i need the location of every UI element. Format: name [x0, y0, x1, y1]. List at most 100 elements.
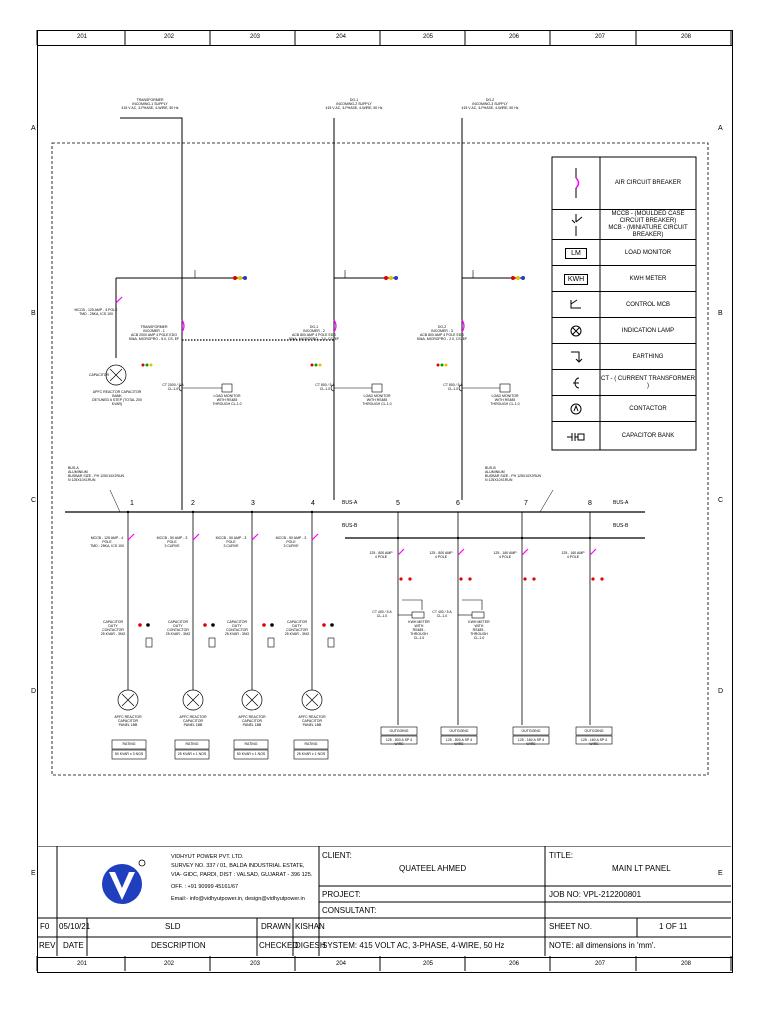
grid-column-label: 207 [594, 34, 605, 40]
ct-label-2: CT 800 / 5 A CL-1.0 [315, 383, 335, 391]
description-label: DESCRIPTION [151, 941, 206, 950]
out-feeder-tag: OUTGOING [389, 729, 409, 733]
cap-feeder-note: APFC REACTOR CAPACITOR PANEL 1BB [179, 715, 207, 727]
grid-column-label: 202 [163, 34, 174, 40]
legend-row: EARTHING [552, 343, 696, 370]
legend-label: CONTACTOR [629, 405, 667, 412]
current-transformer-icon [552, 370, 600, 396]
legend-row: CAPACITOR BANK [552, 421, 696, 451]
checked-by: DIGESH [295, 941, 326, 950]
cap-mccb-label: MCCB - 125 AMP - 4 POLE TMD - 25KA, ICS … [74, 308, 118, 316]
drawn-label: DRAWN [261, 922, 291, 931]
panel-boundary [51, 142, 709, 776]
incomer-lines [115, 117, 525, 510]
legend-row: INDICATION LAMP [552, 317, 696, 344]
grid-row-label: A [31, 125, 36, 132]
cap-feeder-spec: 50 KVAR x 1 NOS [236, 752, 266, 756]
system-spec: SYSTEM: 415 VOLT AC, 3-PHASE, 4-WIRE, 50… [322, 941, 505, 950]
dimension-note: NOTE: all dimensions in 'mm'. [549, 941, 656, 950]
capacitor-bank-icon [552, 422, 600, 451]
mccb-symbols [127, 533, 597, 556]
incomer-title: DG-2 [485, 98, 495, 102]
incomer-title: TRANSFORMER [136, 98, 164, 102]
detail-line: INCOMER - 3 [431, 329, 453, 333]
client-label: CLIENT: [322, 851, 352, 860]
detail-line: INCOMER - 2 [303, 329, 325, 333]
bus-b-tag-right: BUS-B [613, 523, 629, 529]
acb-symbols [115, 296, 465, 333]
grid-row-label: A [718, 125, 723, 132]
bus-leaders [109, 489, 554, 513]
legend-label: AIR CIRCUIT BREAKER [614, 179, 682, 186]
client-name: QUATEEL AHMED [399, 864, 467, 873]
control-mcb-taps [194, 270, 474, 278]
grid-column-label: 205 [422, 34, 433, 40]
title-block: VIDHYUT POWER PVT. LTD. SURVEY NO. 337 /… [37, 846, 731, 956]
detail-line: 50kA, MICROPRO - 2.0, CS, EF [416, 337, 468, 341]
contactor-icon [552, 396, 600, 422]
detail-line: DG-1 [309, 325, 319, 329]
out-feeder-spec: 125 - 160 A SP 4 WIRE [580, 738, 608, 746]
out-feeder-devices [398, 577, 604, 619]
cap-mccb-line: TMD - 25KA, ICS 100 [79, 312, 113, 316]
grid-column-label: 204 [335, 961, 346, 967]
incomer-label-3: DG-2 INCOMING-3 SUPPLY 415 V AC, 3-PHASE… [450, 98, 530, 110]
grid-column-label: 208 [680, 961, 691, 967]
incomer-subtitle: INCOMING-1 SUPPLY [132, 102, 168, 106]
company-phone: OFF. : +91 90999 45161/67 [171, 884, 239, 890]
cap-feeder-note: APFC REACTOR CAPACITOR PANEL 1BB [114, 715, 142, 727]
grid-column-label: 205 [422, 961, 433, 967]
meter-label-2: LOAD MONITOR WITH RS485 THROUGH CL-1.0 [362, 394, 392, 406]
legend-label: CAPACITOR BANK [621, 433, 675, 439]
rev-label: REV [39, 941, 56, 950]
description-value: SLD [165, 922, 181, 931]
out-feeder-mccb-label: 125 - 800 AMP 4 POLE [369, 551, 393, 559]
legend-label: INDICATION LAMP [621, 327, 675, 334]
feeder-number: 4 [311, 500, 315, 507]
grid-column-label: 203 [249, 34, 260, 40]
company-logo [102, 859, 146, 904]
grid-column-label: 201 [76, 34, 87, 40]
out-feeder-meter-label: KWH METER WITH RS485 - THROUGH CL-1.0 [408, 620, 430, 640]
grid-column-label: 206 [508, 961, 519, 967]
legend-row: MCCB - (MOULDED CASE CIRCUIT BREAKER) MC… [552, 209, 696, 240]
indication-lamp-icon [552, 318, 600, 344]
date-value: 05/10/21 [59, 922, 91, 931]
detail-line: TRANSFORMER [140, 325, 168, 329]
consultant-label: CONSULTANT: [322, 906, 377, 915]
cap-feeder-tag: RATING [185, 742, 199, 746]
feeder-number: 6 [456, 500, 460, 507]
sheet-number: 1 OF 11 [659, 922, 688, 931]
incomer-label-1: TRANSFORMER INCOMING-1 SUPPLY 415 V AC, … [110, 98, 190, 110]
detail-line: ACB 800 AMP 4 POLE EDO [291, 333, 337, 337]
drawn-by: KISHAN [295, 922, 325, 931]
grid-row-label: D [31, 688, 37, 695]
incomer-subtitle: INCOMING-2 SUPPLY [336, 102, 372, 106]
out-feeder-boxes [380, 726, 613, 745]
feeder-number: 1 [130, 500, 134, 507]
incomer-spec: 415 V AC, 3-PHASE, 4-WIRE, 50 Hz [121, 106, 179, 110]
capacitor-bank-top [105, 364, 127, 386]
out-feeder-ct-label: CT 400 / 5 A CL-1.0 [372, 610, 392, 618]
feeder-number: 8 [588, 500, 592, 507]
inner-border [37, 45, 733, 958]
cap-mccb-line: MCCB - 125 AMP - 4 POLE [74, 308, 118, 312]
ct-label-1: CT 2000 / 5 A CL-1.0 [162, 383, 184, 391]
legend-table [551, 156, 697, 451]
grid-row-label: C [31, 497, 37, 504]
detail-line: 50kA, MICROPRO - 2.0, CS, EF [288, 337, 340, 341]
capacitor-bank-feeders [117, 689, 323, 711]
job-number: JOB NO: VPL-212200801 [549, 890, 642, 899]
cap-feeder-spec: 50 KVAR x 3 NOS [114, 752, 144, 756]
sheet-label: SHEET NO. [549, 922, 592, 931]
detail-line: ACB 800 AMP 4 POLE EDO [419, 333, 465, 337]
incomer-title: DG-1 [349, 98, 359, 102]
grid-column-label: 208 [680, 34, 691, 40]
bus-b-tag-mid: BUS-B [342, 523, 358, 529]
load-monitor-icon: LM [552, 240, 600, 266]
bus-a-tag-right: BUS-A [613, 500, 629, 506]
indicator-lamps [141, 276, 525, 367]
